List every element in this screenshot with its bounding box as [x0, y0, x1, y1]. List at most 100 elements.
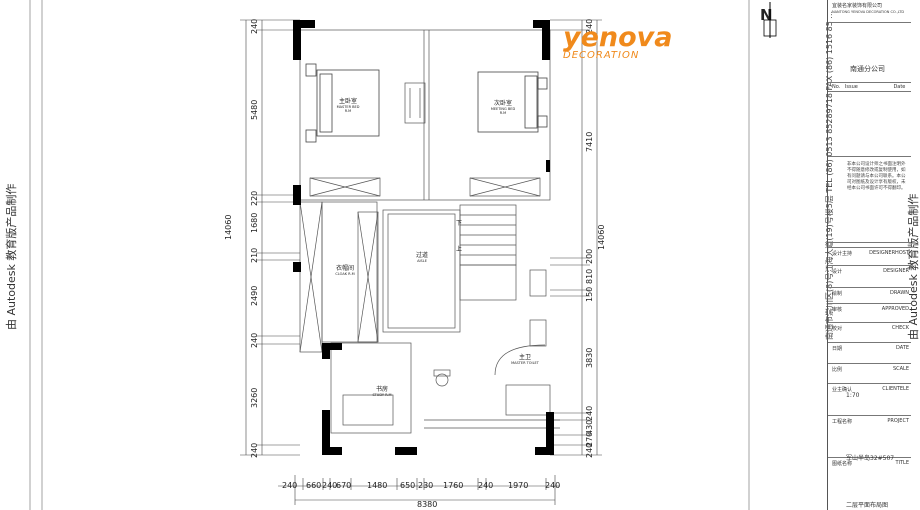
- tb-line: [828, 322, 911, 323]
- no-label: No.: [832, 84, 841, 90]
- tb-line: [828, 342, 911, 343]
- master-bed-frame: [316, 69, 380, 137]
- bottom-total-dimension: 8380: [417, 500, 438, 509]
- tb-line: [828, 303, 911, 304]
- logo-main-text: yenova: [563, 22, 673, 53]
- dimension-label: 240: [545, 481, 561, 490]
- dimension-label: 660: [306, 481, 322, 490]
- second-bed-en: MEETING BED R.M: [490, 107, 516, 115]
- second-bed-label: 次卧室 MEETING BED R.M: [488, 98, 518, 115]
- dimension-label: 240: [250, 442, 259, 458]
- wall-study-w: [322, 410, 330, 455]
- study-cn: 书房: [375, 386, 388, 393]
- wall-se: [546, 412, 554, 455]
- dimension-label: 670: [336, 481, 352, 490]
- dimension-label: 650: [400, 481, 416, 490]
- tb-row-label: 设计主持: [832, 251, 853, 257]
- project-value: 军山半岛32#507: [846, 455, 895, 462]
- master-bed-cn: 主卧室: [338, 98, 357, 105]
- yenova-logo: yenova DECORATION: [563, 22, 693, 66]
- drawing-title-value: 二层平面布局图: [846, 502, 889, 509]
- wall-w-mid: [293, 185, 301, 205]
- master-bed-pillow: [319, 73, 333, 133]
- tb-row-label-en: DRAWN: [890, 290, 909, 296]
- thick-walls: [293, 20, 554, 455]
- wall-e-mid: [546, 160, 550, 172]
- tb-row-label: 审核: [832, 307, 843, 313]
- dimension-label: 3830: [585, 347, 594, 368]
- autodesk-caption-left: 由 Autodesk 教育版产品制作: [5, 183, 18, 330]
- tb-row-label: 比例: [832, 367, 843, 373]
- cloak-en: CLOAK R.M: [335, 272, 355, 276]
- dimension-label: 220: [250, 190, 259, 206]
- tb-line: [828, 383, 911, 384]
- tb-row-label-en: APPROVED: [881, 306, 909, 312]
- dimension-label: 240: [585, 405, 594, 421]
- wall-ne: [542, 20, 550, 60]
- dimension-label: 1970: [508, 481, 529, 490]
- master-nightstand-top: [305, 63, 317, 77]
- tb-line: [828, 265, 911, 266]
- second-nightstand-bottom: [537, 115, 548, 128]
- north-label: N: [760, 6, 773, 24]
- wall-s-right: [535, 447, 554, 455]
- master-nightstand-bottom: [305, 129, 317, 143]
- wall-s-mid: [395, 447, 417, 455]
- cloak-label: 衣帽间 CLOAK R.M: [325, 263, 365, 276]
- tb-row-label-en: DESIGNER: [883, 268, 909, 274]
- dimension-label: 240: [250, 18, 259, 34]
- study-en: STUDY R.M: [372, 393, 392, 397]
- tb-row-label-en: SCALE: [892, 366, 909, 372]
- second-bed-pillow: [524, 75, 538, 129]
- dimension-label: 810: [585, 268, 594, 284]
- aisle-cn: 过道: [415, 252, 428, 259]
- toilet-en: MASTER TOILET: [511, 361, 539, 365]
- tb-line: [828, 287, 911, 288]
- dimension-label: 240: [282, 481, 298, 490]
- aisle-en: AISLE: [417, 259, 427, 263]
- cloak-cn: 衣帽间: [335, 265, 354, 272]
- master-bed-label: 主卧室 MASTER BED R.M: [333, 96, 363, 113]
- toilet-label: 主卫 MASTER TOILET: [505, 352, 545, 365]
- wall-top-right: [533, 20, 550, 28]
- second-nightstand-top: [537, 77, 548, 90]
- tb-row-label-en: DATE: [895, 345, 909, 351]
- tb-line: [828, 457, 911, 458]
- study-label: 书房 STUDY R.M: [362, 384, 402, 397]
- left-total-dimension: 14060: [224, 214, 233, 240]
- wall-nw: [293, 20, 301, 60]
- tb-row-label-en: DESIGNERHOST: [869, 250, 909, 256]
- wall-study-corner: [322, 343, 330, 359]
- date-label: Date: [893, 84, 906, 90]
- tb-row-label-en: PROJECT: [887, 418, 909, 424]
- master-bed-en: MASTER BED R.M: [336, 105, 360, 113]
- bottom-dimension-chain: [278, 475, 560, 505]
- dimension-label: 150: [585, 286, 594, 302]
- second-bed-cn: 次卧室: [493, 100, 512, 107]
- dimension-label: 200: [585, 248, 594, 264]
- dimension-label: 1760: [443, 481, 464, 490]
- tb-row-label: 工程名称: [832, 419, 853, 425]
- tb-line: [828, 82, 911, 83]
- dimension-label: 1480: [367, 481, 388, 490]
- dimension-label: 240: [250, 332, 259, 348]
- dimension-label: 210: [250, 247, 259, 263]
- second-bed-frame: [477, 71, 539, 133]
- wall-sw: [322, 447, 342, 455]
- tb-line: [828, 22, 911, 23]
- tb-header: No. Issue Date: [832, 84, 909, 90]
- tb-row-label: 设计: [832, 269, 843, 275]
- dimension-label: 240: [585, 442, 594, 458]
- tb-line: [828, 91, 911, 92]
- tb-line: [828, 156, 911, 157]
- tb-notes: 非本公司设计师之书面注明外不得随意修改或复制使用，如有问题请与本公司联系。本公司…: [847, 162, 906, 191]
- wall-top-left: [293, 20, 315, 28]
- tb-row-label-en: TITLE: [895, 460, 909, 466]
- dimension-label: 3260: [250, 387, 259, 408]
- company-branch: 南通分公司: [850, 65, 885, 73]
- company-top: 宜装名家装饰有限公司: [832, 3, 883, 9]
- scale-value: 1:70: [846, 392, 860, 399]
- dimension-label: 5480: [250, 99, 259, 120]
- dimension-label: 240: [322, 481, 338, 490]
